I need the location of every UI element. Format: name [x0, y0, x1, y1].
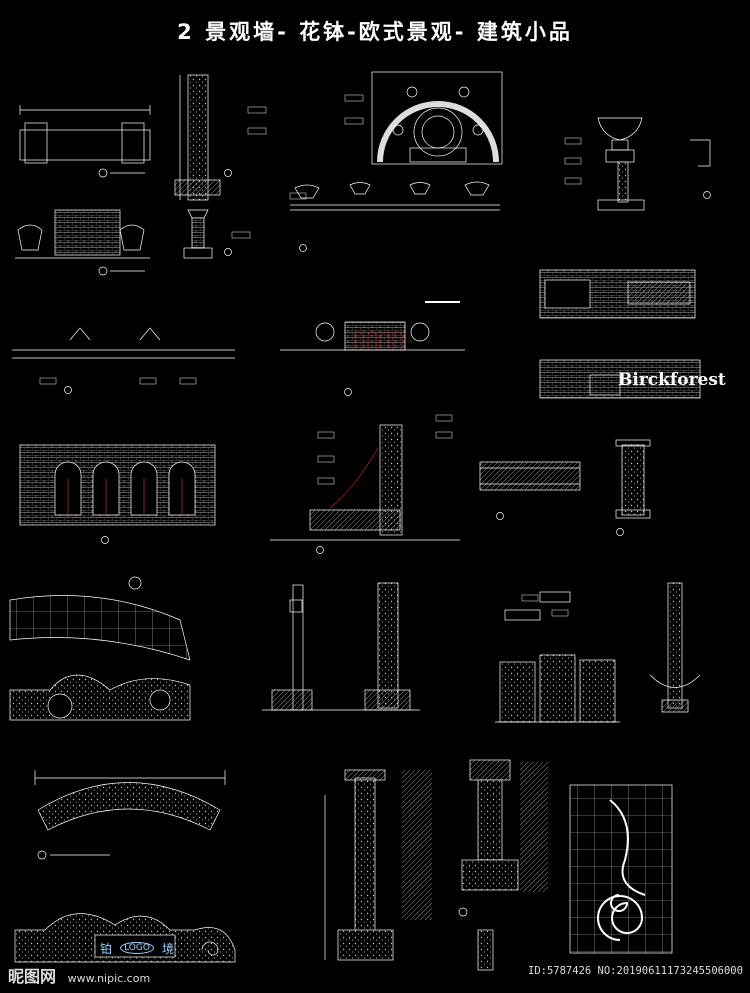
brand-wordmark: Birckforest — [618, 370, 726, 390]
wall-plan-drawing — [19, 105, 151, 178]
logo-plaque: 铂 LOGO 境 — [100, 938, 174, 958]
wall-elevation-drawing — [15, 209, 150, 276]
railing-elevation-drawing — [290, 181, 500, 252]
pier-cap-section — [458, 759, 519, 971]
spiral-paving-plan — [569, 784, 673, 954]
column-detail-section — [324, 769, 394, 961]
page-title: 2 景观墙- 花钵-欧式景观- 建筑小品 — [177, 20, 573, 44]
stone-panel-wall — [495, 591, 620, 723]
arched-wall-elevation-large — [19, 444, 216, 544]
fence-elevation-drawing — [479, 461, 581, 520]
callout-labels — [39, 94, 582, 920]
watermark-site-name: 昵图网 — [8, 967, 57, 986]
logo-text: LOGO — [120, 942, 154, 954]
logo-char-left: 铂 — [100, 941, 113, 956]
column-section-drawing — [174, 74, 232, 259]
column-with-planter-section — [649, 582, 701, 713]
watermark-site-url: www.nipic.com — [67, 972, 151, 985]
double-column-sections — [262, 582, 420, 711]
semicircle-plan-drawing — [371, 71, 503, 165]
l-shaped-wall-section — [270, 424, 460, 554]
plan-profile-drawing-2 — [12, 327, 235, 394]
arch-gate-elevation-small — [280, 301, 465, 396]
arched-plan-with-dimensions — [34, 770, 226, 860]
logo-char-right: 境 — [161, 941, 174, 956]
brick-wall-plan-and-elevation — [539, 269, 701, 399]
watermark-id: ID:5787426 NO:20190611173245506000 — [528, 965, 743, 977]
pillar-elevation-drawing — [615, 439, 651, 536]
watermark-site: 昵图网 www.nipic.com — [8, 963, 150, 987]
vase-detail-drawing — [597, 117, 711, 211]
curved-wall-plan — [9, 576, 191, 721]
